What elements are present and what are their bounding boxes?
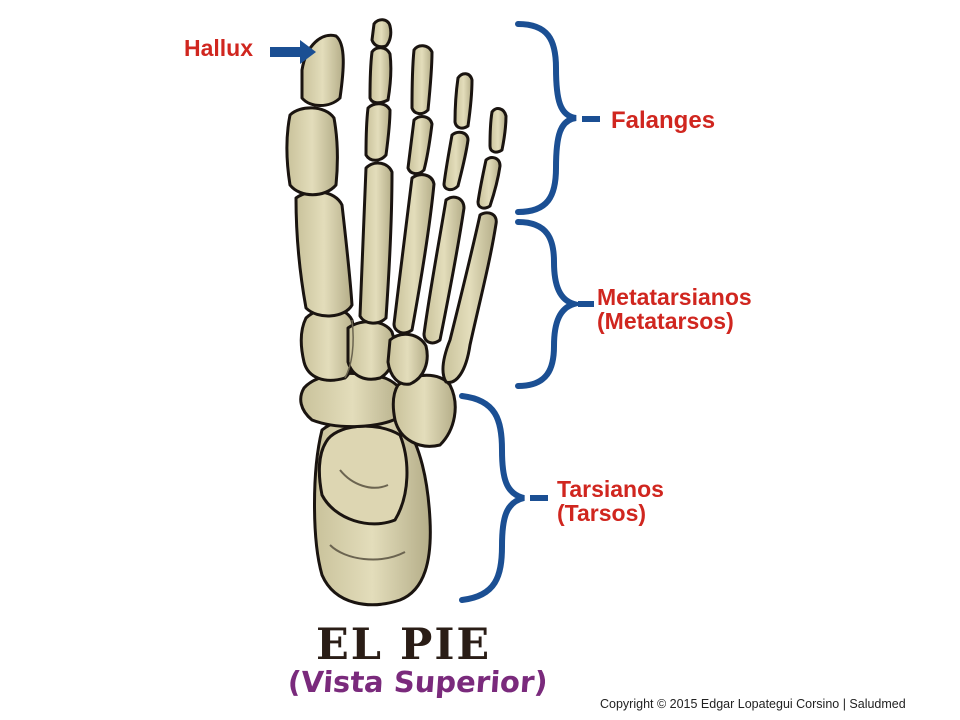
brackets <box>459 21 585 603</box>
hallux-distal-phalanx <box>300 33 345 107</box>
navicular-bone <box>299 371 406 428</box>
lateral-cuneiform-bone <box>386 332 429 386</box>
metatarsianos-bracket <box>515 219 585 389</box>
talus-bone <box>317 424 409 526</box>
foot-skeleton <box>285 18 508 607</box>
phalanx-2-middle <box>368 46 393 105</box>
phalanx-4-proximal <box>442 130 470 192</box>
metatarsal-5-bone <box>441 211 498 384</box>
phalanx-5-proximal <box>476 156 502 210</box>
falanges-label: Falanges <box>611 107 716 134</box>
metatarsal-4-bone <box>422 195 466 345</box>
falanges-bracket <box>515 21 577 215</box>
phalanx-3-proximal <box>406 115 434 176</box>
tarsianos-label-line2: (Tarsos) <box>557 500 647 527</box>
diagram-subtitle: (Vista Superior) <box>286 665 549 699</box>
metatarsianos-label: Metatarsianos (Metatarsos) <box>597 285 752 333</box>
tarsianos-bracket <box>459 393 525 603</box>
metatarsal-2-bone <box>358 161 394 325</box>
hallux-label: Hallux <box>184 35 254 61</box>
metatarsal-1-bone <box>294 190 354 318</box>
tarsianos-label-line1: Tarsianos <box>557 476 664 502</box>
phalanx-4-distal <box>453 72 474 130</box>
phalanx-3-distal <box>410 44 434 116</box>
metatarsianos-label-line2: (Metatarsos) <box>597 308 734 335</box>
copyright-notice: Copyright © 2015 Edgar Lopategui Corsino… <box>600 697 906 711</box>
metatarsal-3-bone <box>392 173 436 335</box>
tarsianos-label: Tarsianos (Tarsos) <box>557 477 664 525</box>
hallux-proximal-phalanx <box>285 106 339 197</box>
cuboid-bone <box>391 373 457 448</box>
bracket-connectors <box>530 116 600 501</box>
phalanx-5-distal <box>488 107 508 154</box>
hallux-arrow <box>270 40 316 64</box>
phalanx-2-distal <box>370 18 393 49</box>
phalanx-2-proximal <box>364 102 392 162</box>
metatarsianos-label-line1: Metatarsianos <box>597 284 752 310</box>
diagram-title: EL PIE <box>316 620 492 670</box>
